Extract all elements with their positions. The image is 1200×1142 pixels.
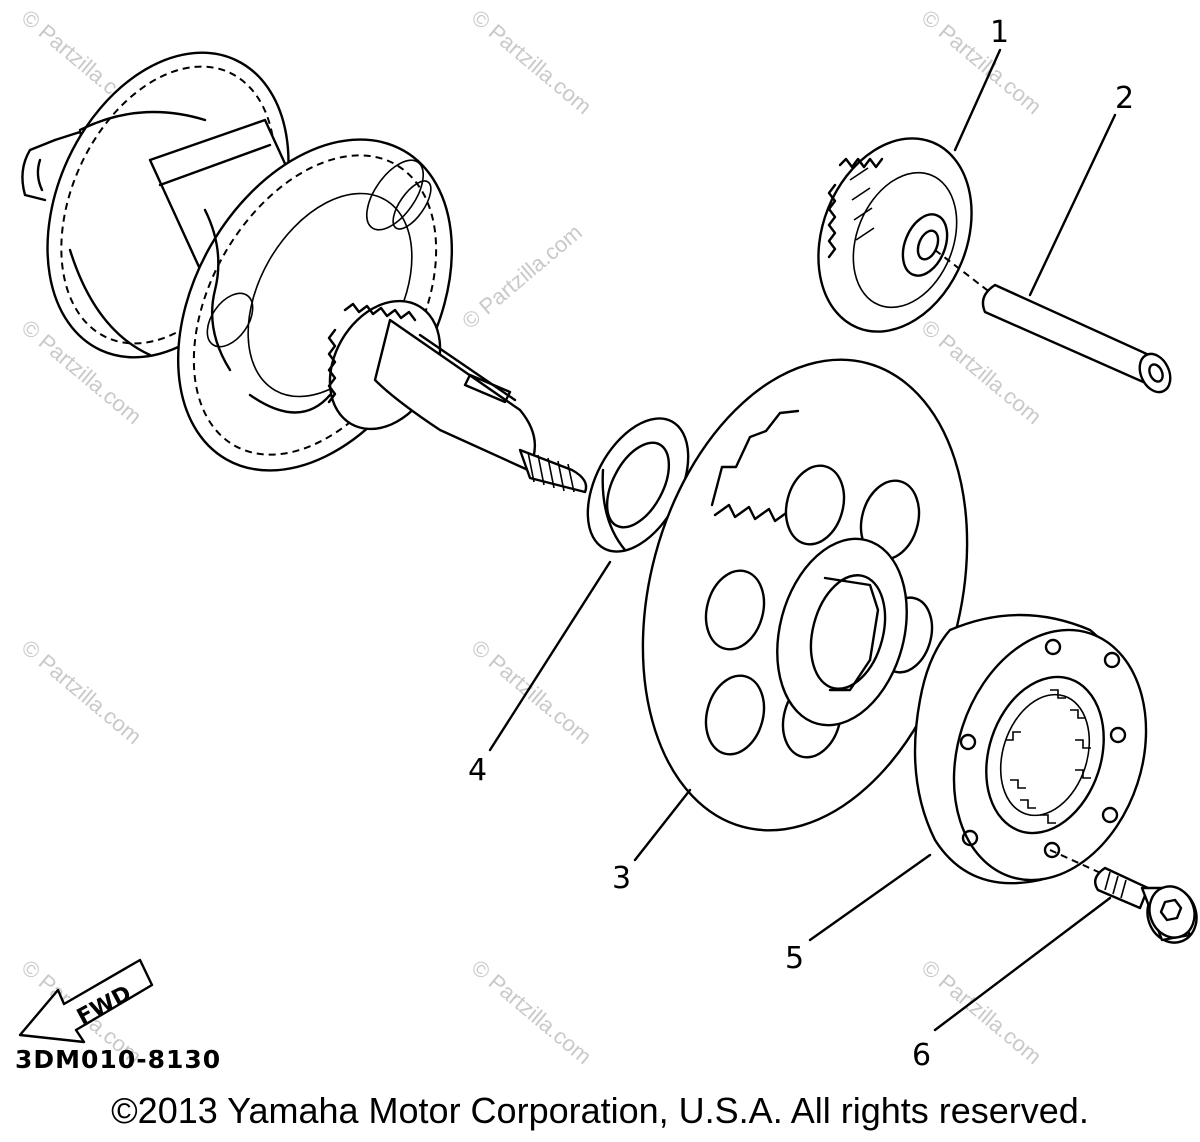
copyright-notice: ©2013 Yamaha Motor Corporation, U.S.A. A… — [111, 1090, 1089, 1131]
callout-leaders — [488, 48, 1117, 1032]
callout-6: 6 — [912, 1038, 931, 1073]
leader-line-5 — [808, 853, 932, 942]
watermark-text: © Partzilla.com — [17, 635, 147, 749]
watermark-text: © Partzilla.com — [467, 635, 597, 749]
callout-labels: 1 2 3 4 5 6 — [468, 15, 1134, 1073]
watermark-text: © Partzilla.com — [467, 955, 597, 1069]
crankshaft-assembly — [21, 51, 588, 494]
leader-line-2 — [1028, 113, 1117, 297]
watermark-text: © Partzilla.com — [917, 5, 1047, 119]
leader-line-3 — [633, 788, 692, 862]
watermark-text: © Partzilla.com — [457, 219, 587, 333]
leader-line-1 — [953, 48, 1002, 152]
callout-1: 1 — [990, 15, 1009, 50]
callout-5: 5 — [785, 941, 804, 976]
part-3-starter-wheel-gear — [641, 358, 969, 832]
callout-3: 3 — [612, 861, 631, 896]
part-1-idler-gear — [817, 137, 973, 333]
diagram-code: 3DM010-8130 — [15, 1045, 221, 1074]
part-2-idler-shaft — [934, 249, 1172, 394]
leader-line-6 — [933, 896, 1112, 1032]
callout-4: 4 — [468, 753, 487, 788]
leader-line-4 — [488, 560, 612, 752]
watermark-text: © Partzilla.com — [917, 955, 1047, 1069]
watermark-text: © Partzilla.com — [467, 5, 597, 119]
callout-2: 2 — [1115, 81, 1134, 116]
part-6-bolt — [1049, 849, 1198, 944]
part-5-starter-clutch — [913, 613, 1148, 885]
